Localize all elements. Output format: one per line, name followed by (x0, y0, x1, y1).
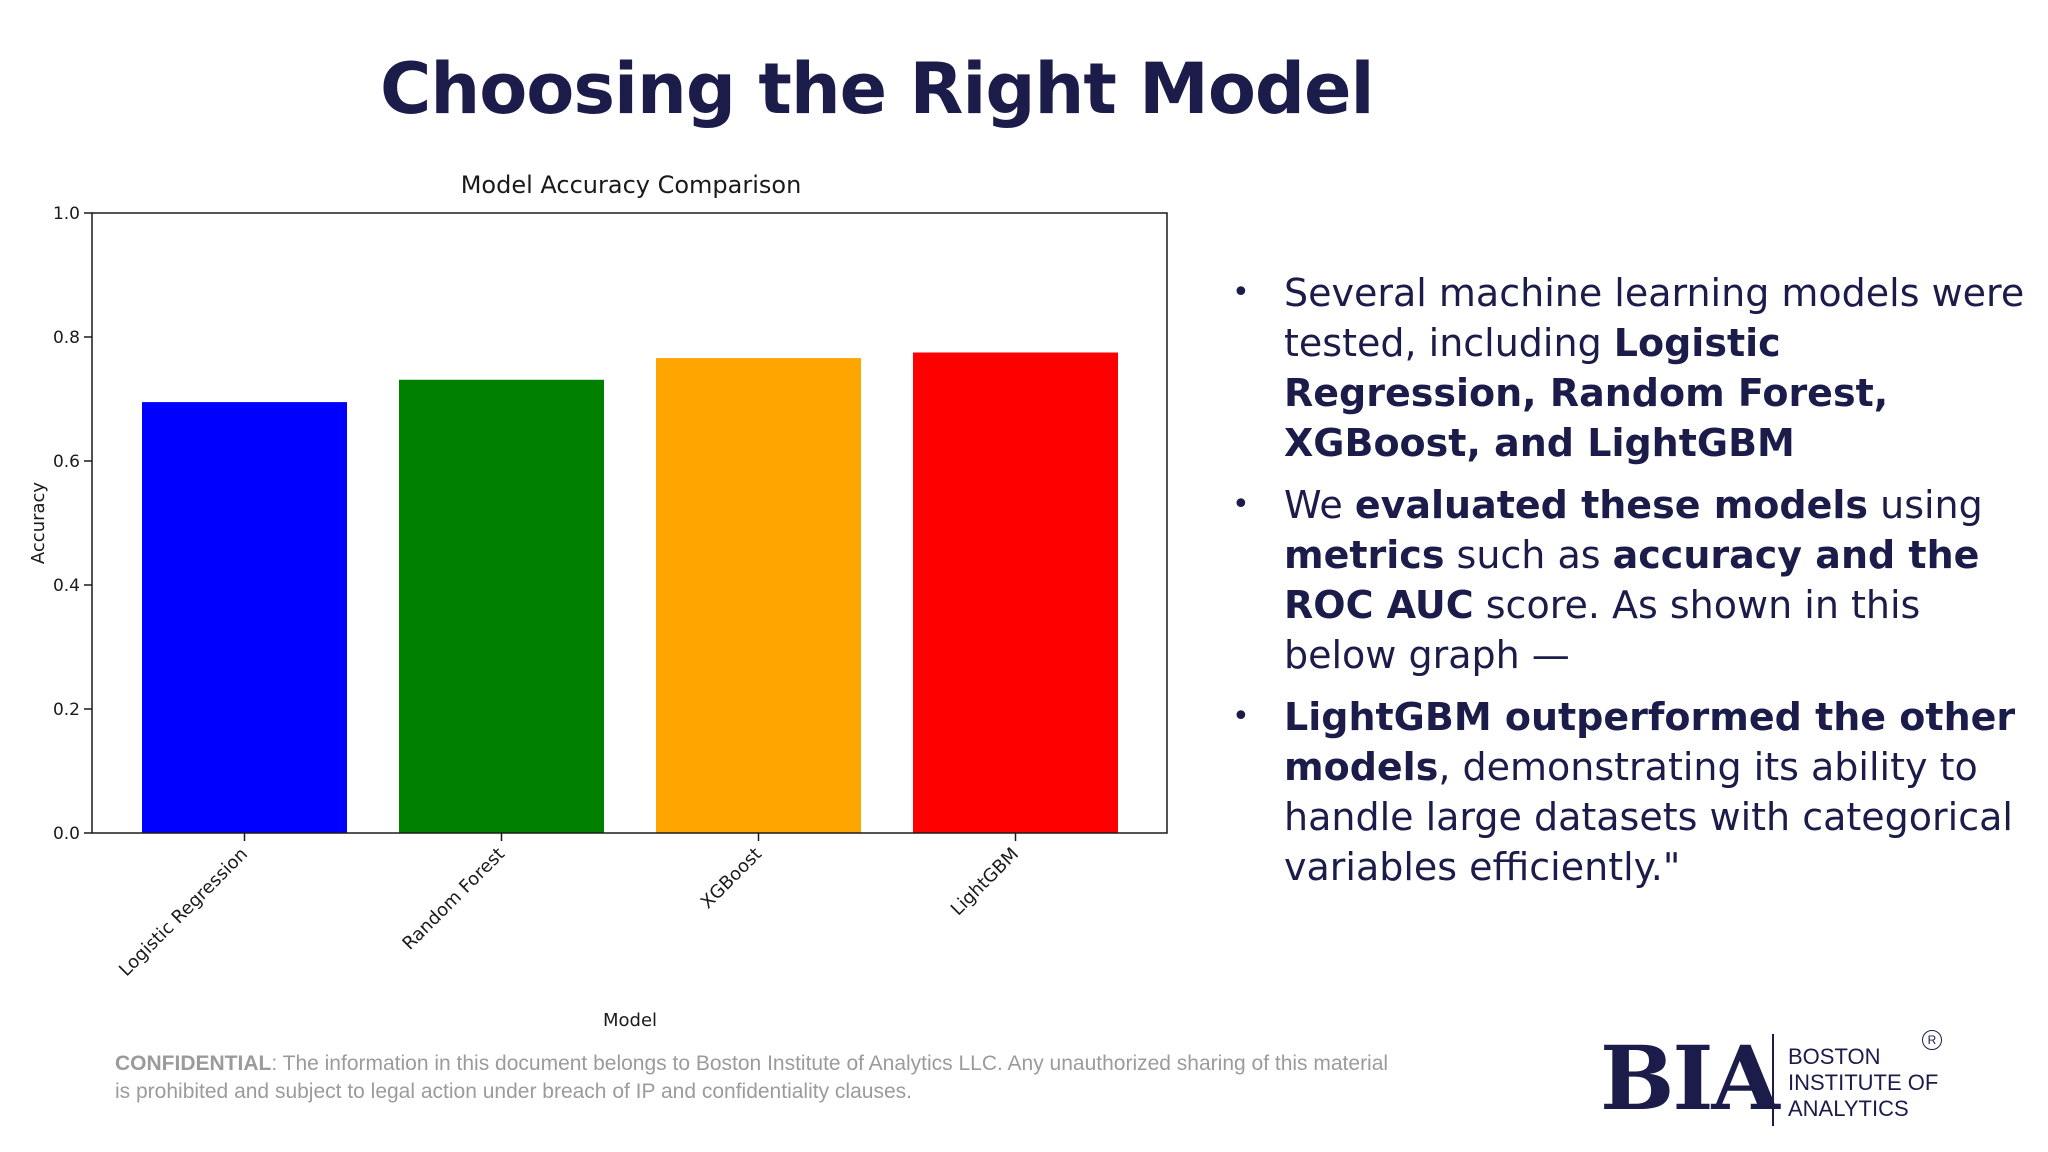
x-tick-label: Random Forest (398, 844, 509, 955)
logo-line: INSTITUTE OF (1788, 1070, 1939, 1095)
bullet-item: We evaluated these models using metrics … (1232, 480, 2032, 680)
slide-title: Choosing the Right Model (380, 48, 1374, 130)
bullet-bold-text: evaluated these models (1354, 483, 1869, 527)
bullet-text: score. As shown in this below graph — (1284, 583, 1921, 677)
bar-random-forest (399, 379, 604, 833)
accuracy-bar-chart: Model Accuracy Comparison 0.00.20.40.60.… (28, 171, 1168, 1031)
bullet-bold-text: Logistic Regression, Random Forest, XGBo… (1284, 321, 1889, 465)
y-tick-label: 0.2 (53, 700, 80, 720)
x-tick-label: XGBoost (697, 844, 766, 913)
confidential-text: : The information in this document belon… (115, 1052, 1389, 1103)
bullet-text: Several machine learning models were tes… (1284, 271, 2025, 365)
bullet-item: LightGBM outperformed the other models, … (1232, 692, 2032, 892)
x-tick-label: Logistic Regression (115, 844, 252, 981)
confidential-notice: CONFIDENTIAL: The information in this do… (115, 1050, 1395, 1106)
y-tick-label: 0.0 (53, 824, 80, 844)
y-tick-label: 0.6 (53, 452, 80, 472)
bar-lightgbm (913, 352, 1118, 833)
bullet-text: such as (1444, 533, 1613, 577)
bullet-text: using (1868, 483, 1983, 527)
bar-logistic-regression (142, 402, 347, 833)
logo-divider (1772, 1034, 1774, 1126)
bia-logo: BIA BOSTON INSTITUTE OF ANALYTICS R (1600, 1026, 1942, 1130)
chart-title: Model Accuracy Comparison (461, 171, 802, 199)
y-axis-label: Accuracy (28, 482, 49, 565)
confidential-label: CONFIDENTIAL (115, 1052, 272, 1075)
bullet-text: , demonstrating its ability to handle la… (1284, 745, 2013, 889)
x-axis-label: Model (603, 1010, 657, 1031)
plot-frame (91, 212, 1168, 834)
y-tick-label: 0.8 (53, 328, 80, 348)
bullet-item: Several machine learning models were tes… (1232, 268, 2032, 468)
bullet-bold-text: LightGBM outperformed the other models (1284, 695, 2016, 789)
bullet-bold-text: metrics (1284, 533, 1445, 577)
bullet-text: We (1284, 483, 1355, 527)
bars-group (142, 352, 1118, 833)
x-tick-label: LightGBM (947, 844, 1023, 920)
bullet-bold-text: accuracy and the ROC AUC (1284, 533, 1980, 627)
logo-line: ANALYTICS (1788, 1096, 1909, 1121)
registered-mark-icon: R (1922, 1030, 1942, 1050)
y-tick-label: 1.0 (53, 204, 80, 224)
x-axis-ticks: Logistic Regression Random Forest XGBoost L… (115, 833, 1023, 981)
logo-mark: BIA (1600, 1026, 1780, 1130)
y-tick-label: 0.4 (53, 576, 80, 596)
logo-wordmark: BOSTON INSTITUTE OF ANALYTICS (1788, 1044, 1938, 1122)
logo-line: BOSTON (1788, 1044, 1881, 1069)
bullet-list: Several machine learning models were tes… (1232, 268, 2032, 904)
y-axis-ticks: 0.0 0.2 0.4 0.6 0.8 1.0 (53, 204, 92, 844)
bar-xgboost (656, 358, 861, 833)
